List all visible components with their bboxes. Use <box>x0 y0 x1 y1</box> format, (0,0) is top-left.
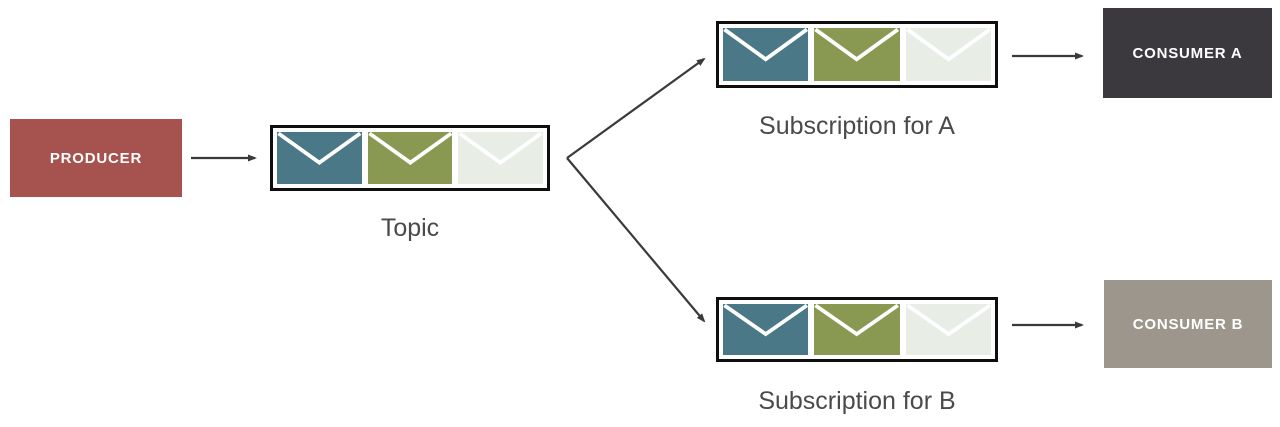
consumer-b-node: CONSUMER B <box>1104 280 1272 368</box>
envelope-teal-icon <box>723 28 809 81</box>
envelope-pale-icon <box>905 304 991 355</box>
topic-label: Topic <box>380 214 440 242</box>
envelope-pale-icon <box>458 132 544 184</box>
topic-box <box>270 125 550 191</box>
subscription-a-label: Subscription for A <box>759 112 955 140</box>
envelope-olive-icon <box>367 132 453 184</box>
envelope-olive-icon <box>814 304 900 355</box>
consumer-a-label: CONSUMER A <box>1132 44 1243 62</box>
subscription-a-box <box>716 21 998 88</box>
envelope-pale-icon <box>905 28 991 81</box>
arrow-topic-to-subscription-b <box>566 157 706 323</box>
subscription-b-label: Subscription for B <box>758 387 956 415</box>
arrow-topic-to-subscription-a <box>566 57 706 159</box>
envelope-teal-icon <box>723 304 809 355</box>
subscription-b-box <box>716 297 998 362</box>
producer-node: PRODUCER <box>10 119 182 197</box>
consumer-b-label: CONSUMER B <box>1132 315 1244 333</box>
consumer-a-node: CONSUMER A <box>1103 8 1272 98</box>
producer-label: PRODUCER <box>49 149 143 167</box>
envelope-teal-icon <box>277 132 362 184</box>
envelope-olive-icon <box>814 28 900 81</box>
